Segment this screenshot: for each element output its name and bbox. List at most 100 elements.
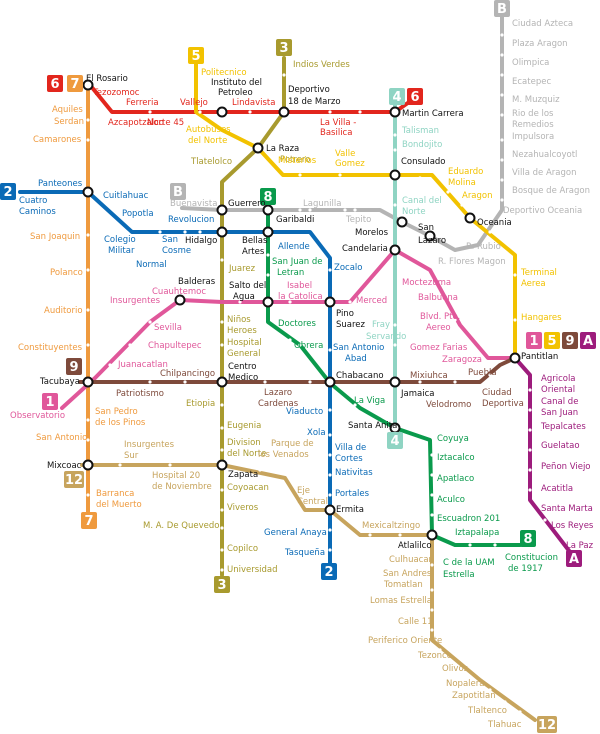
station-label-hospital-general-2: General xyxy=(227,349,261,359)
station-tick xyxy=(263,380,267,384)
station-label-deportivo-oceania: Deportivo Oceania xyxy=(503,206,582,216)
station-tick xyxy=(86,493,90,497)
transfer-salto-agua xyxy=(262,296,274,308)
station-label-constitucion: Constitucion xyxy=(505,553,558,563)
transfer-guerrero xyxy=(216,204,228,216)
transfer-garibaldi xyxy=(262,204,274,216)
line-badge-label: A xyxy=(583,334,593,349)
station-label-blvd-pto-aereo: Blvd. Pto. xyxy=(420,312,460,322)
station-tick xyxy=(543,518,547,522)
station-tick xyxy=(528,408,532,412)
transfer-ermita xyxy=(324,504,336,516)
station-tick xyxy=(183,380,187,384)
station-label-cuauhtemoc: Cuauhtemoc xyxy=(152,287,206,297)
station-label-san-andres-tomatlan: San Andres xyxy=(383,569,432,579)
station-label-olivos: Olivos xyxy=(442,664,469,674)
line-badge-label: 12 xyxy=(65,473,83,488)
station-tick xyxy=(500,53,504,57)
station-label-san-andres-tomatlan-2: Tomatlan xyxy=(383,580,423,590)
station-label-colegio-militar: Colegio xyxy=(104,235,136,245)
station-label-san-antonio-abad-2: Abad xyxy=(345,354,367,364)
station-label-san-pedro-pinos: San Pedro xyxy=(95,407,138,417)
station-label-doctores: Doctores xyxy=(278,319,316,329)
station-tick xyxy=(500,178,504,182)
station-tick xyxy=(220,508,224,512)
station-label-rio-remedios-2: Remedios xyxy=(512,120,554,130)
station-label-tepalcates: Tepalcates xyxy=(540,422,586,432)
station-tick xyxy=(430,563,434,567)
station-tick xyxy=(328,528,332,532)
station-label-san-juan-letran-2: Letran xyxy=(277,268,304,278)
station-label-universidad: Universidad xyxy=(227,565,278,575)
line-badge-label: 9 xyxy=(565,334,574,349)
station-label-tlaltenco: Tlaltenco xyxy=(467,706,507,716)
station-tick xyxy=(266,273,270,277)
station-label-puebla: Puebla xyxy=(468,368,497,378)
station-label-constitucion-2: de 1917 xyxy=(508,564,543,574)
line-badge-b12b: 12 xyxy=(537,716,557,733)
station-tick xyxy=(328,548,332,552)
station-tick xyxy=(328,348,332,352)
station-tick xyxy=(500,93,504,97)
station-label-terminal-aerea-2: Aerea xyxy=(521,279,546,289)
station-label-hidalgo: Hidalgo xyxy=(185,236,217,246)
station-label-salto-agua-2: Agua xyxy=(233,292,255,302)
station-tick xyxy=(453,380,457,384)
line-8-route xyxy=(266,198,522,547)
station-label-pino-suarez: Pino xyxy=(336,309,354,319)
station-tick xyxy=(220,258,224,262)
station-tick xyxy=(430,608,434,612)
line-badge-b12: 12 xyxy=(64,471,84,488)
station-label-mixiuhca: Mixiuhca xyxy=(410,371,448,381)
station-label-garibaldi: Garibaldi xyxy=(276,215,314,225)
station-label-chapultepec: Chapultepec xyxy=(148,341,202,351)
station-tick xyxy=(298,208,302,212)
transfer-la-raza xyxy=(252,142,264,154)
station-label-eduardo-molina-2: Molina xyxy=(448,178,476,188)
station-label-consulado: Consulado xyxy=(401,157,446,167)
station-label-sevilla: Sevilla xyxy=(154,323,182,333)
line-badge-b6b: 6 xyxy=(407,88,423,105)
station-tick xyxy=(438,298,442,302)
line-badge-b8: 8 xyxy=(260,188,276,205)
station-label-aculco: Aculco xyxy=(437,495,465,505)
station-label-hangares: Hangares xyxy=(521,313,562,323)
transfer-chabacano xyxy=(324,376,336,388)
station-label-camarones: Camarones xyxy=(33,135,82,145)
station-label-potrero: Potrero xyxy=(280,155,310,165)
station-label-chilpancingo: Chilpancingo xyxy=(160,369,215,379)
station-tick xyxy=(148,380,152,384)
station-label-etiopia: Etiopia xyxy=(186,399,215,409)
station-tick xyxy=(158,230,162,234)
station-tick xyxy=(403,268,407,272)
station-label-la-raza: La Raza xyxy=(266,144,299,154)
transfer-deportivo-18 xyxy=(278,106,290,118)
station-label-agricola-oriental: Agricola xyxy=(541,374,576,384)
station-label-apatlaco: Apatlaco xyxy=(437,474,474,484)
station-label-bosque-aragon: Bosque de Aragon xyxy=(512,186,590,196)
station-label-tasquena: Tasqueña xyxy=(284,548,325,558)
transfer-tacubaya xyxy=(82,376,94,388)
station-tick xyxy=(86,418,90,422)
station-tick xyxy=(528,468,532,472)
station-label-r-rubio: R. Rubio xyxy=(466,242,501,252)
line-badge-label: 12 xyxy=(538,718,556,733)
station-label-eje-central: Eje xyxy=(297,486,310,496)
station-tick xyxy=(393,133,397,137)
station-label-calle-11: Calle 11 xyxy=(398,617,433,627)
station-label-aquiles-serdan-2: Serdan xyxy=(54,117,84,127)
station-tick xyxy=(86,233,90,237)
transfer-candelaria xyxy=(389,244,401,256)
station-label-allende: Allende xyxy=(278,242,310,252)
station-label-lindavista: Lindavista xyxy=(232,98,275,108)
station-tick xyxy=(238,300,242,304)
station-label-guerrero: Guerrero xyxy=(228,199,266,209)
line-badge-label: 4 xyxy=(390,434,399,449)
station-tick xyxy=(220,320,224,324)
station-label-mixcoac: Mixcoac xyxy=(47,461,82,471)
station-tick xyxy=(430,513,434,517)
station-label-iztacalco: Iztacalco xyxy=(437,453,475,463)
station-label-viaducto: Viaducto xyxy=(286,407,323,417)
station-label-r-flores-magon: R. Flores Magon xyxy=(438,257,506,267)
